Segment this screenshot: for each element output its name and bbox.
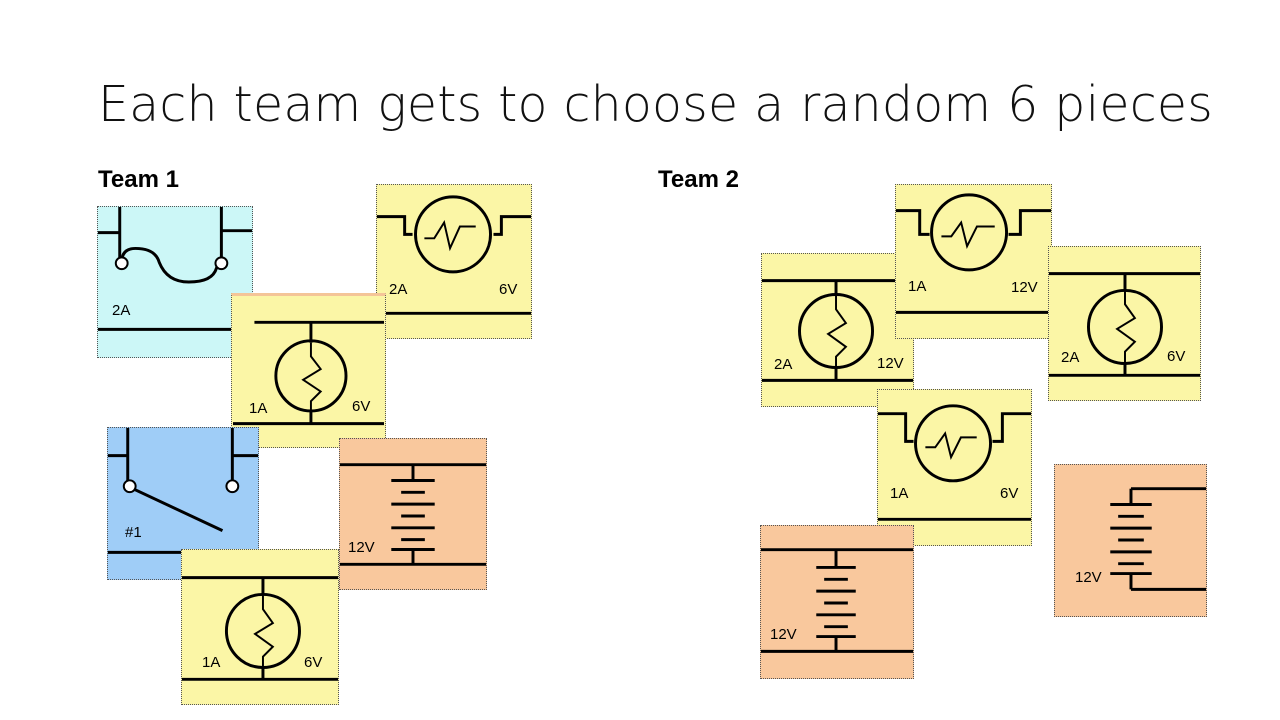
switch-icon [108,428,258,554]
lamp-voltage: 12V [1011,279,1038,296]
battery-piece[interactable]: 12V [760,525,914,679]
lamp-voltage: 6V [1000,485,1019,502]
lamp-current: 2A [774,356,793,373]
battery-icon [761,548,913,653]
lamp-piece[interactable]: 2A 6V [376,184,532,339]
lamp-icon [182,576,338,681]
lamp-piece[interactable]: 2A 6V [1048,246,1201,401]
lamp-voltage: 12V [877,355,904,372]
lamp-piece[interactable]: 2A 12V [761,253,914,407]
lamp-voltage: 6V [1167,348,1186,365]
lamp-current: 1A [908,278,927,295]
lamp-voltage: 6V [352,398,371,415]
lamp-icon [377,195,531,315]
lamp-current: 1A [249,400,268,417]
battery-icon [340,463,486,566]
battery-piece[interactable]: 12V [1054,464,1207,617]
battery-voltage: 12V [770,626,797,643]
lamp-current: 2A [1061,349,1080,366]
team-1-label: Team 1 [98,166,179,193]
battery-piece[interactable]: 12V [339,438,487,590]
lamp-piece[interactable]: 1A 6V [231,293,386,448]
lamp-current: 1A [890,485,909,502]
switch-piece[interactable]: #1 [107,427,259,580]
lamp-icon [762,279,913,382]
lamp-icon [233,320,384,426]
battery-icon [1110,487,1206,591]
lamp-voltage: 6V [304,654,323,671]
battery-voltage: 12V [1075,569,1102,586]
fuse-piece[interactable]: 2A [97,206,253,358]
lamp-current: 2A [389,281,408,298]
lamp-icon [1049,272,1200,377]
lamp-voltage: 6V [499,281,518,298]
lamp-icon [878,404,1031,521]
battery-voltage: 12V [348,539,375,556]
slide-title: Each team gets to choose a random 6 piec… [98,76,1213,133]
lamp-icon [896,193,1051,314]
lamp-piece[interactable]: 1A 6V [877,389,1032,546]
switch-id: #1 [125,524,142,541]
fuse-icon [98,207,252,331]
lamp-current: 1A [202,654,221,671]
team-2-label: Team 2 [658,166,739,193]
lamp-piece[interactable]: 1A 6V [181,549,339,705]
fuse-rating: 2A [112,302,131,319]
lamp-piece[interactable]: 1A 12V [895,184,1052,339]
